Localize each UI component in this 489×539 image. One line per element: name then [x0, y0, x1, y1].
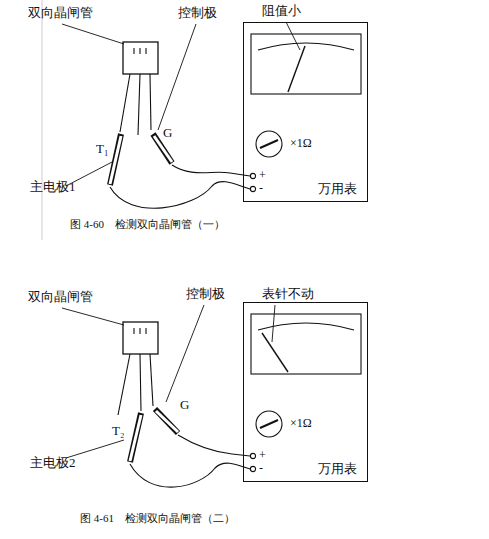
probes-2	[130, 409, 250, 487]
part-label: 主电极1	[30, 180, 76, 195]
meter-face-2	[250, 314, 361, 472]
range-label: ×1Ω	[290, 417, 312, 430]
multimeter-box: ×1Ω +-	[243, 302, 368, 482]
meter-face-1	[250, 34, 361, 192]
part-label: 表针不动	[262, 287, 314, 302]
figure-caption: 图 4-61 检测双向晶闸管（二）	[80, 512, 235, 525]
part-label: 控制极	[186, 287, 225, 302]
part-label: 主电极2	[30, 456, 76, 471]
terminal-sign: +	[259, 169, 266, 182]
terminal-sign: -	[259, 462, 263, 475]
page-rule	[42, 0, 43, 240]
part-label: 双向晶闸管	[28, 6, 93, 21]
part-label: T₁	[96, 142, 108, 157]
part-label: 双向晶闸管	[28, 290, 93, 305]
part-label: 控制极	[178, 6, 217, 21]
part-label: 万用表	[318, 182, 357, 197]
leaders-1	[62, 22, 300, 186]
terminal-sign: -	[259, 182, 263, 195]
part-label: G	[180, 398, 189, 413]
probes-1	[110, 134, 250, 208]
multimeter-box: ×1Ω +-	[243, 22, 368, 202]
range-label: ×1Ω	[290, 137, 312, 150]
figure-caption: 图 4-60 检测双向晶闸管（一）	[70, 218, 225, 231]
triac-2	[118, 322, 158, 415]
terminal-sign: +	[259, 449, 266, 462]
part-label: T₂	[112, 424, 124, 439]
part-label: G	[163, 126, 172, 141]
triac-1	[120, 42, 158, 135]
part-label: 万用表	[318, 462, 357, 477]
part-label: 阻值小	[262, 4, 301, 19]
